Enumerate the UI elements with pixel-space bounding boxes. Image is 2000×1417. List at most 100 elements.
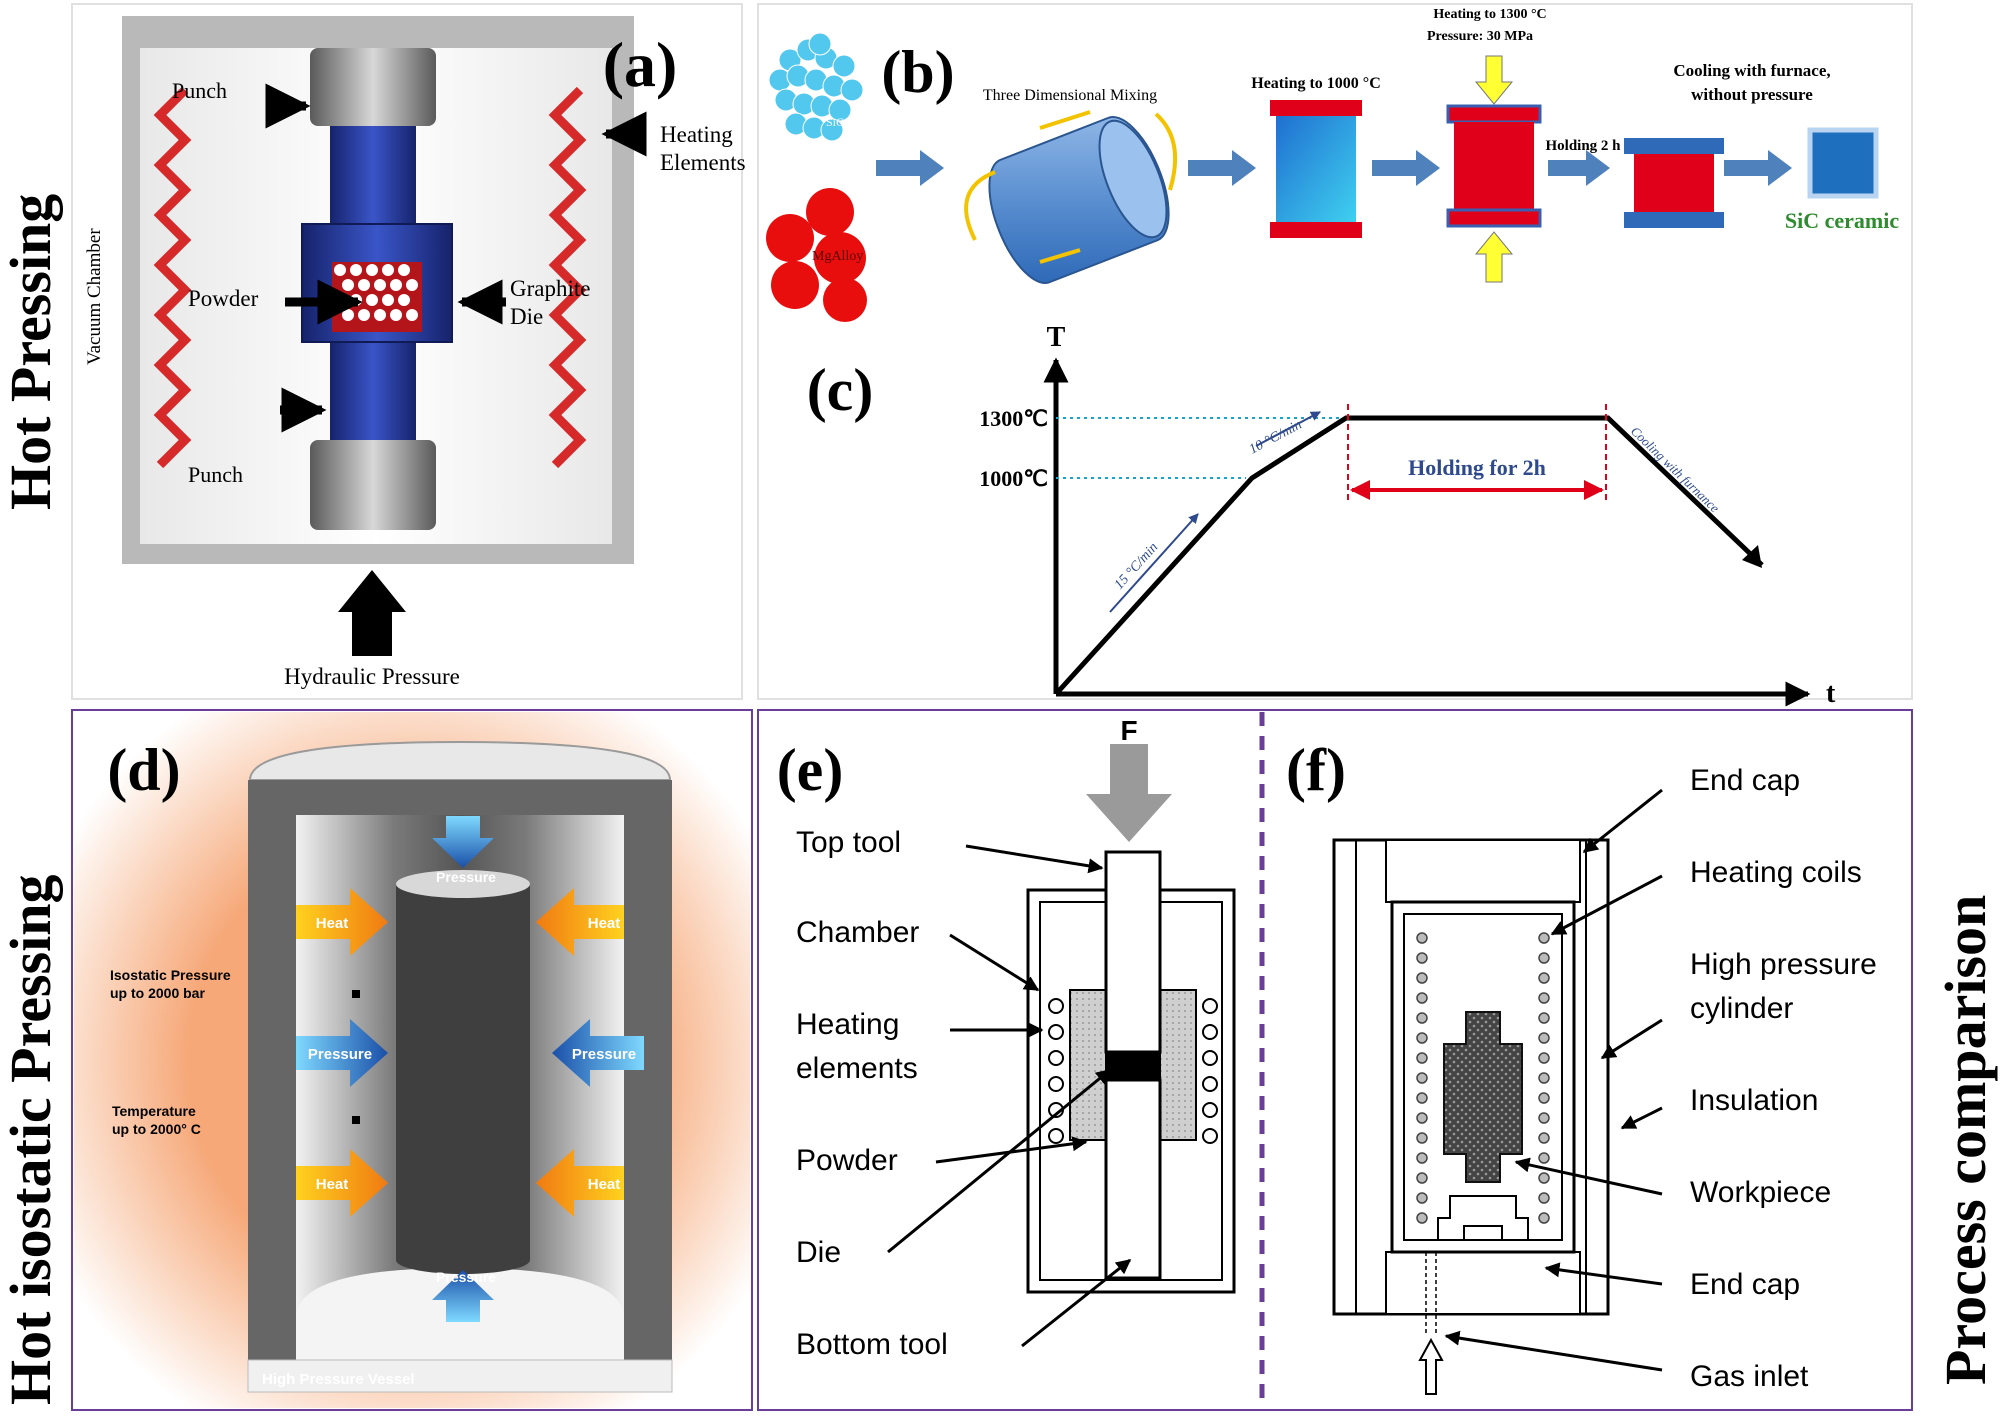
label-workpiece: Workpiece [1690, 1176, 1831, 1209]
panel-a-tag: (a) [603, 29, 678, 100]
heating-coils-e [1048, 998, 1218, 1144]
heat-arrow-bl [296, 1149, 388, 1217]
heating-element-right [548, 86, 587, 469]
mixing-drum [964, 110, 1178, 284]
label-top-tool: Top tool [796, 826, 901, 859]
end-cap-bottom [1385, 1251, 1581, 1315]
label-product: SiC ceramic [1785, 208, 1899, 233]
pressure-arrow-right [552, 1019, 644, 1087]
panel-b-tag: (b) [881, 39, 954, 105]
label-holding-2h-c: Holding for 2h [1408, 455, 1546, 480]
panel-b: SiC MgAlloy (b) Three Dimensional Mixing [766, 7, 1899, 322]
label-heat-tr: Heat [588, 915, 621, 932]
label-insulation: Insulation [1690, 1084, 1818, 1117]
panel-f-tag: (f) [1286, 737, 1346, 803]
force-arrow [1086, 744, 1172, 842]
label-heating-1: Heating [660, 122, 733, 147]
hip-workpiece [396, 884, 530, 1260]
label-bottom-tool: Bottom tool [796, 1328, 948, 1361]
panel-f: (f) End cap [1286, 737, 1877, 1395]
label-heating-1300: Heating to 1300 °C [1433, 7, 1546, 22]
label-punch-bottom: Punch [188, 462, 243, 487]
box-cooling [1624, 138, 1724, 228]
label-heating-1000: Heating to 1000 °C [1251, 75, 1381, 92]
label-end-cap-top: End cap [1690, 764, 1800, 797]
die-block-right [1159, 989, 1197, 1141]
label-pressure-top: Pressure [436, 869, 496, 885]
heat-arrow-br [536, 1149, 624, 1217]
label-1000c: 1000℃ [979, 466, 1048, 491]
label-cooling-c: Cooling with furnance [1628, 423, 1723, 515]
label-end-cap-bottom: End cap [1690, 1268, 1800, 1301]
label-heating-2: Elements [660, 150, 746, 175]
panel-c-tag: (c) [807, 357, 874, 423]
label-mixing: Three Dimensional Mixing [983, 87, 1157, 104]
hydraulic-pressure-arrow [338, 570, 406, 656]
heating-element-left [153, 86, 192, 469]
label-heat-tl: Heat [316, 915, 349, 932]
gas-inlet-arrow [1418, 1337, 1444, 1395]
label-holding-2h: Holding 2 h [1545, 138, 1621, 154]
end-cap-top [1385, 839, 1581, 903]
label-1300c: 1300℃ [979, 406, 1048, 431]
label-cooling-2: without pressure [1691, 85, 1813, 104]
label-sic: SiC [826, 115, 844, 129]
temperature-profile [1054, 415, 1764, 696]
panel-d: Pressure Pressure Heat Heat Heat Heat Pr… [71, 709, 753, 1411]
die-block-left [1069, 989, 1107, 1141]
heat-arrow-tr [536, 888, 624, 956]
label-heat-bl: Heat [316, 1176, 349, 1193]
panel-c: (c) T t 1300℃ 1000℃ 15 °C/min 10 °C/min … [807, 322, 1836, 709]
label-heating-e-1: Heating [796, 1008, 899, 1041]
workpiece [1443, 1011, 1523, 1183]
label-pressure-left: Pressure [308, 1046, 372, 1063]
side-label-comparison: Process comparison [1933, 895, 1998, 1385]
heating-coils-f [1416, 932, 1550, 1224]
label-force: F [1120, 715, 1137, 746]
label-iso-2: up to 2000 bar [110, 985, 205, 1001]
panel-d-tag: (d) [107, 737, 180, 803]
label-graphite-1: Graphite [510, 276, 590, 301]
pressure-arrow-left [296, 1019, 388, 1087]
sic-particles [768, 32, 864, 142]
label-mg: MgAlloy [812, 249, 863, 264]
label-pressure-right: Pressure [572, 1046, 636, 1063]
time-axis-label: t [1826, 678, 1836, 709]
vessel-dome-top [248, 740, 672, 781]
panel-a: (a) Punch Heating Elements Vacuum Chambe… [71, 3, 746, 700]
label-pressure-30: Pressure: 30 MPa [1427, 29, 1533, 44]
label-hpc-2: cylinder [1690, 992, 1793, 1025]
label-pressure-bottom: Pressure [436, 1269, 496, 1285]
label-gas-inlet: Gas inlet [1690, 1360, 1809, 1393]
top-tool [1104, 850, 1162, 1054]
box-heating-1300 [1446, 55, 1542, 283]
label-die: Die [796, 1236, 841, 1269]
heat-arrow-tl [296, 888, 388, 956]
label-vessel: High Pressure Vessel [262, 1371, 415, 1388]
sic-ceramic-product [1807, 127, 1879, 199]
top-punch [310, 48, 436, 126]
label-temp-2: up to 2000° C [112, 1121, 201, 1137]
panel-e: (e) F Top tool Chamber Heating elements … [777, 715, 1236, 1361]
label-cooling-1: Cooling with furnace, [1673, 61, 1830, 80]
label-punch-top: Punch [172, 78, 227, 103]
label-temp-1: Temperature [112, 1103, 196, 1119]
label-vacuum-chamber: Vacuum Chamber [84, 228, 105, 365]
t-axis-label: T [1047, 322, 1066, 353]
label-graphite-2: Die [510, 304, 543, 329]
powder-layer [1106, 1052, 1160, 1080]
label-heating-coils: Heating coils [1690, 856, 1862, 889]
label-iso-1: Isostatic Pressure [110, 967, 231, 983]
side-label-hip: Hot isostatic Pressing [0, 874, 63, 1405]
label-hydraulic: Hydraulic Pressure [284, 664, 460, 689]
label-chamber: Chamber [796, 916, 919, 949]
process-arrows [876, 150, 1792, 186]
bottom-punch [310, 440, 436, 530]
label-hpc-1: High pressure [1690, 948, 1877, 981]
label-heat-br: Heat [588, 1176, 621, 1193]
panel-e-tag: (e) [777, 737, 844, 803]
label-powder: Powder [188, 286, 259, 311]
bottom-tool [1104, 1078, 1162, 1280]
label-powder-e: Powder [796, 1144, 898, 1177]
